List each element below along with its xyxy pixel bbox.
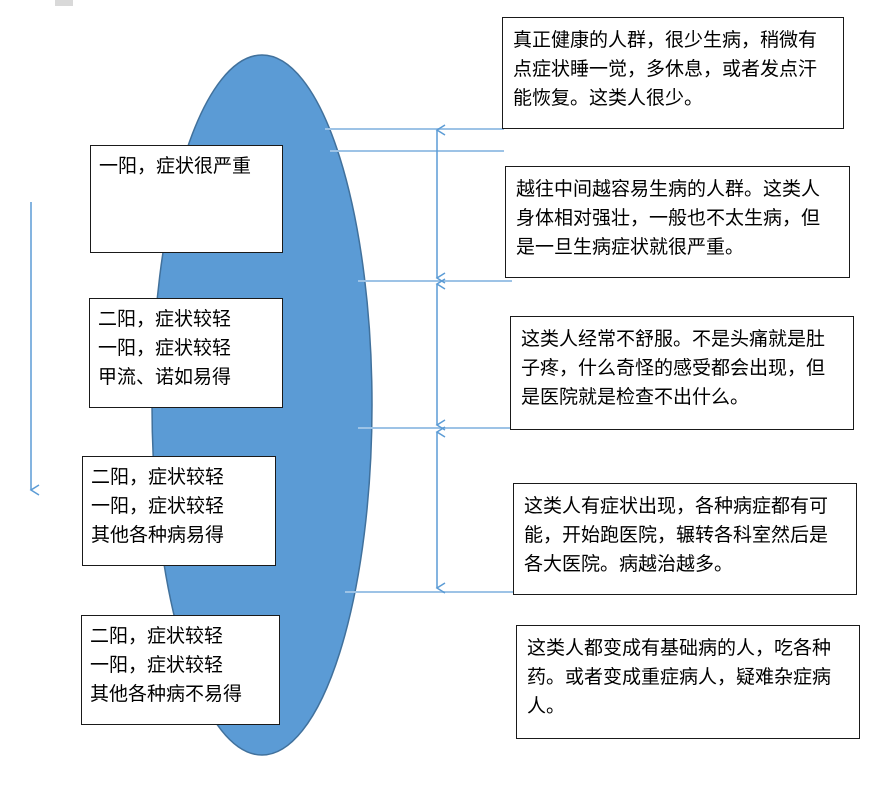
right-box-5: 这类人都变成有基础病的人，吃各种 药。或者变成重症病人，疑难杂症病 人。 bbox=[516, 625, 860, 739]
left-box-4: 二阳，症状较轻 一阳，症状较轻 其他各种病不易得 bbox=[81, 615, 280, 725]
left-box-line: 其他各种病易得 bbox=[91, 524, 225, 546]
right-box-line: 身体相对强壮，一般也不太生病，但 bbox=[516, 207, 821, 229]
divider-lines bbox=[325, 128, 518, 593]
right-box-line: 能，开始跑医院，辗转各科室然后是 bbox=[524, 524, 829, 546]
left-box-line: 二阳，症状较轻 bbox=[91, 466, 225, 488]
left-box-line: 其他各种病不易得 bbox=[90, 683, 243, 705]
right-box-line: 药。或者变成重症病人，疑难杂症病 bbox=[527, 666, 832, 688]
right-box-line: 人。 bbox=[527, 695, 566, 717]
right-box-4: 这类人有症状出现，各种病症都有可 能，开始跑医院，辗转各科室然后是 各大医院。病… bbox=[513, 483, 857, 595]
right-box-line: 是一旦生病症状就很严重。 bbox=[516, 236, 745, 258]
left-box-line: 二阳，症状较轻 bbox=[90, 625, 224, 647]
left-box-line: 一阳，症状较轻 bbox=[91, 495, 225, 517]
left-box-2: 二阳，症状较轻 一阳，症状较轻 甲流、诺如易得 bbox=[89, 298, 283, 408]
left-box-line: 二阳，症状较轻 bbox=[98, 308, 232, 330]
corner-mark bbox=[55, 0, 73, 6]
left-box-line: 一阳，症状很严重 bbox=[99, 155, 252, 177]
left-box-line: 一阳，症状较轻 bbox=[98, 337, 232, 359]
right-box-2: 越往中间越容易生病的人群。这类人 身体相对强壮，一般也不太生病，但 是一旦生病症… bbox=[505, 166, 850, 278]
right-box-line: 真正健康的人群，很少生病，稍微有 bbox=[513, 29, 818, 51]
left-box-1: 一阳，症状很严重 bbox=[90, 145, 283, 253]
left-box-3: 二阳，症状较轻 一阳，症状较轻 其他各种病易得 bbox=[82, 456, 276, 566]
right-box-line: 越往中间越容易生病的人群。这类人 bbox=[516, 178, 821, 200]
right-box-line: 能恢复。这类人很少。 bbox=[513, 87, 704, 109]
right-box-line: 这类人经常不舒服。不是头痛就是肚 bbox=[521, 328, 826, 350]
right-box-line: 点症状睡一觉，多休息，或者发点汗 bbox=[513, 58, 818, 80]
right-box-line: 这类人有症状出现，各种病症都有可 bbox=[524, 495, 829, 517]
right-box-3: 这类人经常不舒服。不是头痛就是肚 子疼，什么奇怪的感受都会出现，但 是医院就是检… bbox=[510, 316, 854, 430]
right-box-1: 真正健康的人群，很少生病，稍微有 点症状睡一觉，多休息，或者发点汗 能恢复。这类… bbox=[502, 17, 844, 129]
left-box-line: 甲流、诺如易得 bbox=[98, 366, 232, 388]
right-box-line: 这类人都变成有基础病的人，吃各种 bbox=[527, 637, 832, 659]
right-box-line: 是医院就是检查不出什么。 bbox=[521, 386, 750, 408]
right-box-line: 各大医院。病越治越多。 bbox=[524, 553, 734, 575]
left-box-line: 一阳，症状较轻 bbox=[90, 654, 224, 676]
right-box-line: 子疼，什么奇怪的感受都会出现，但 bbox=[521, 357, 826, 379]
